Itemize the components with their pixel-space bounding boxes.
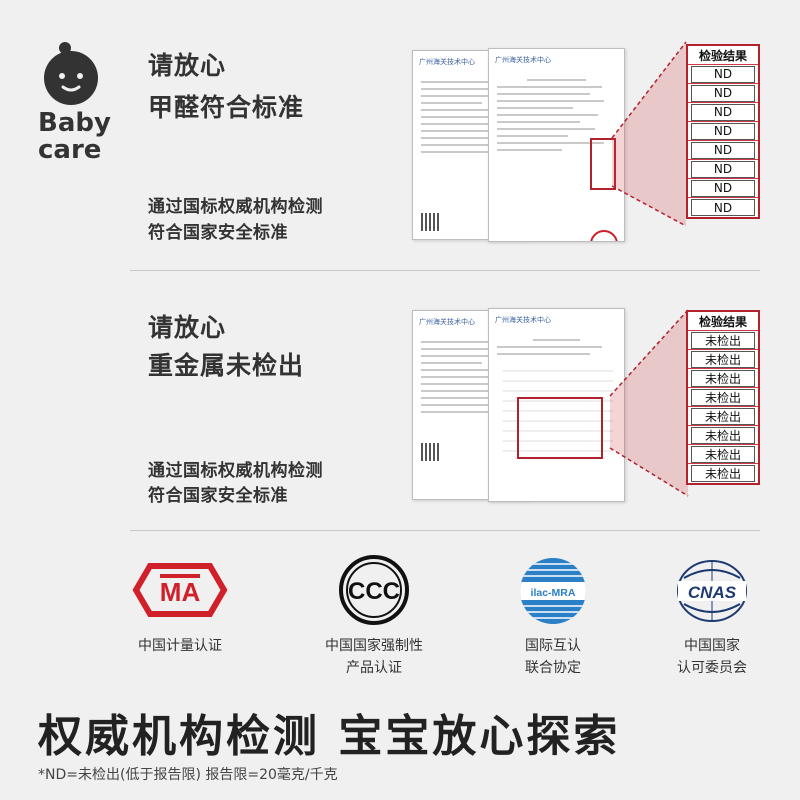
svg-text:CNAS: CNAS	[688, 583, 737, 602]
section1-title-line1: 请放心	[148, 51, 227, 80]
ccc-logo-icon: CCC	[339, 555, 409, 625]
cert-label-line1: 中国国家强制性	[325, 638, 423, 654]
cnas-logo: CNAS	[672, 556, 752, 626]
doc-text-lines	[421, 341, 523, 418]
section1-subtitle-line2: 符合国家安全标准	[148, 223, 288, 243]
result-table-2: 检验结果 未检出 未检出 未检出 未检出 未检出 未检出 未检出 未检出	[686, 310, 760, 485]
result-table-header: 检验结果	[688, 312, 758, 331]
svg-text:CCC: CCC	[348, 578, 400, 605]
result-cell: ND	[688, 84, 758, 103]
result-cell: 未检出	[688, 464, 758, 483]
cert-label-line2: 产品认证	[346, 660, 402, 676]
doc-header: 广州海关技术中心	[419, 58, 475, 66]
doc-header: 广州海关技术中心	[419, 318, 475, 326]
section-divider	[130, 530, 760, 531]
cert-label-cnas: 中国国家 认可委员会	[660, 635, 764, 679]
svg-text:MA: MA	[160, 577, 201, 607]
result-cell: ND	[688, 122, 758, 141]
result-table-1: 检验结果 ND ND ND ND ND ND ND ND	[686, 44, 760, 219]
section2-subtitle-line2: 符合国家安全标准	[148, 486, 288, 506]
highlight-box	[590, 138, 616, 190]
highlight-callout	[611, 41, 687, 227]
result-cell: 未检出	[688, 426, 758, 445]
brand-name-line1: Baby	[38, 108, 111, 138]
result-cell: 未检出	[688, 388, 758, 407]
brand-name-line2: care	[38, 135, 102, 165]
qr-code-icon	[421, 213, 439, 231]
cert-label-ccc: 中国国家强制性 产品认证	[304, 635, 444, 679]
footnote: *ND=未检出(低于报告限) 报告限=20毫克/千克	[38, 767, 338, 783]
result-cell: ND	[688, 198, 758, 217]
result-cell: 未检出	[688, 350, 758, 369]
result-cell: 未检出	[688, 445, 758, 464]
doc-header: 广州海关技术中心	[495, 56, 551, 64]
babycare-logo: Baby care	[38, 40, 111, 170]
ccc-logo: CCC	[338, 554, 410, 626]
section2-title-line1: 请放心	[148, 313, 227, 342]
section-divider	[130, 270, 760, 271]
result-cell: 未检出	[688, 331, 758, 350]
brand-name: Baby care	[38, 110, 118, 164]
section2-subtitle-line1: 通过国标权威机构检测	[148, 461, 323, 481]
cma-logo: MA	[130, 560, 230, 620]
cert-label-ilac: 国际互认 联合协定	[500, 635, 606, 679]
section1-subtitle-line1: 通过国标权威机构检测	[148, 197, 323, 217]
doc-header: 广州海关技术中心	[495, 316, 551, 324]
official-seal-icon: ★	[590, 230, 618, 242]
cert-label-line1: 中国计量认证	[138, 638, 222, 654]
result-cell: 未检出	[688, 369, 758, 388]
doc-text-lines	[421, 81, 523, 158]
section1-title-line2: 甲醛符合标准	[148, 93, 305, 122]
svg-text:ilac-MRA: ilac-MRA	[531, 587, 576, 599]
baby-head-icon	[44, 42, 98, 105]
doc-text-lines	[497, 79, 616, 156]
cnas-logo-icon: CNAS	[677, 560, 747, 622]
bottom-headline: 权威机构检测 宝宝放心探索	[38, 711, 621, 762]
cert-label-line1: 中国国家	[684, 638, 740, 654]
cert-label-cma: 中国计量认证	[118, 635, 242, 657]
result-cell: ND	[688, 103, 758, 122]
result-table-header: 检验结果	[688, 46, 758, 65]
result-cell: ND	[688, 179, 758, 198]
highlight-box	[517, 397, 603, 459]
ilac-mra-logo-icon: ilac-MRA	[520, 558, 586, 624]
report-data-grid	[503, 370, 613, 452]
qr-code-icon	[421, 443, 439, 461]
cert-label-line2: 联合协定	[525, 660, 581, 676]
section2-title-line2: 重金属未检出	[148, 351, 305, 380]
report-doc-front-1: 广州海关技术中心 ★	[488, 48, 625, 242]
report-doc-front-2: 广州海关技术中心	[488, 308, 625, 502]
result-cell: 未检出	[688, 407, 758, 426]
result-cell: ND	[688, 65, 758, 84]
cert-label-line1: 国际互认	[525, 638, 581, 654]
highlight-callout	[609, 309, 689, 497]
result-cell: ND	[688, 141, 758, 160]
cma-logo-icon: MA	[132, 563, 228, 617]
cert-label-line2: 认可委员会	[677, 660, 747, 676]
doc-text-lines	[497, 339, 616, 360]
svg-text:★: ★	[600, 240, 609, 242]
ilac-mra-logo: ilac-MRA	[518, 556, 588, 626]
result-cell: ND	[688, 160, 758, 179]
